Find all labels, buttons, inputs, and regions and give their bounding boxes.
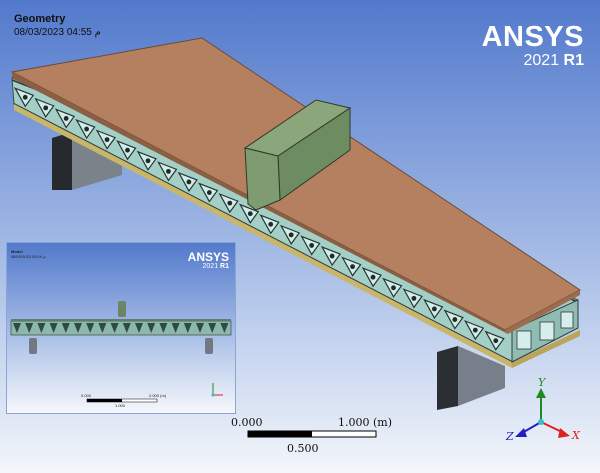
inset-truss-triangle	[159, 323, 168, 333]
inset-truss-triangle	[122, 323, 131, 333]
inset-left-support	[29, 338, 37, 354]
truss-node	[309, 243, 315, 248]
inset-truss-triangle	[110, 323, 119, 333]
truss-node	[411, 295, 417, 301]
truss-node	[166, 168, 171, 174]
inset-title: Model	[11, 249, 23, 254]
inset-model	[7, 243, 235, 413]
logo-name: ANSYS	[481, 21, 584, 53]
inset-logo-version: 2021	[202, 263, 219, 270]
truss-cells	[13, 87, 505, 351]
inset-scale-mid: 1.000	[115, 403, 126, 408]
truss-node	[125, 147, 130, 153]
triad-origin	[538, 419, 544, 425]
inset-truss-triangle	[208, 323, 217, 333]
truss-node	[350, 264, 355, 270]
truss-end-face	[511, 299, 579, 363]
y-axis-label: Y	[538, 376, 546, 389]
bottom-flange-end	[512, 330, 580, 368]
inset-truss-triangle	[135, 323, 143, 333]
inset-truss-triangle	[196, 323, 204, 333]
inset-right-support	[205, 338, 213, 354]
bottom-flange	[14, 104, 512, 368]
truss-node	[145, 158, 151, 164]
inset-truss-triangle	[37, 323, 46, 333]
inset-ansys-logo: ANSYS 2021 R1	[188, 251, 229, 271]
truss-node	[391, 285, 396, 291]
inset-scale-end: 2.000 (m)	[149, 393, 167, 398]
truss-node	[329, 253, 335, 259]
inset-scale-start: 0.000	[81, 393, 92, 398]
truss-node	[247, 211, 253, 217]
truss-node	[370, 274, 376, 280]
axis-triad[interactable]	[515, 388, 570, 438]
truss-node	[63, 116, 69, 121]
view-title: Geometry	[14, 13, 66, 25]
scale-mid-label: 0.500	[287, 442, 319, 455]
truss-node	[268, 221, 274, 227]
inset-truss-triangle	[183, 323, 192, 333]
truss-node	[104, 137, 110, 143]
inset-truss-triangle	[147, 323, 156, 333]
truss-node	[227, 200, 233, 206]
truss-node	[431, 306, 437, 312]
right-support[interactable]	[437, 346, 505, 410]
truss-node	[43, 105, 49, 111]
inset-logo-release: R1	[220, 263, 229, 270]
logo-release: R1	[563, 52, 584, 69]
inset-truss-triangle	[86, 323, 95, 333]
inset-timestamp: 08/03/2023 05:14 م	[11, 254, 46, 259]
truss-node	[493, 338, 499, 344]
view-timestamp: 08/03/2023 04:55 م	[14, 27, 101, 38]
inset-truss-triangle	[25, 323, 34, 333]
truss-node	[206, 190, 212, 195]
truss-node	[472, 327, 478, 333]
inset-load-block	[118, 301, 126, 317]
load-block[interactable]	[243, 99, 352, 211]
x-axis-label: X	[572, 429, 580, 442]
scale-start-label: 0.000	[231, 416, 263, 429]
inset-top-flange	[11, 319, 231, 321]
inset-truss-triangle	[61, 323, 70, 333]
inset-truss-triangle	[98, 323, 107, 333]
truss-node	[452, 317, 458, 322]
z-axis-arrow	[521, 421, 542, 434]
z-axis-label: Z	[506, 430, 514, 443]
inset-truss-triangle	[74, 323, 82, 333]
deck-end-edge	[505, 290, 580, 334]
truss-node	[186, 179, 192, 185]
inset-truss-triangle	[171, 323, 180, 333]
inset-front-view[interactable]: Model 08/03/2023 05:14 م ANSYS 2021 R1 0…	[6, 242, 236, 414]
inset-truss-triangle	[220, 323, 229, 333]
scale-bar	[247, 430, 377, 438]
logo-version: 2021	[523, 52, 560, 69]
truss-node	[22, 94, 28, 100]
ansys-logo: ANSYS 2021 R1	[482, 22, 584, 70]
inset-logo-name: ANSYS	[187, 250, 229, 264]
truss-node	[288, 232, 294, 238]
inset-truss-triangles	[13, 323, 229, 333]
truss-node	[84, 126, 90, 132]
inset-truss-triangle	[49, 323, 58, 333]
scale-end-label: 1.000 (m)	[338, 416, 393, 429]
inset-truss-triangle	[13, 323, 21, 333]
